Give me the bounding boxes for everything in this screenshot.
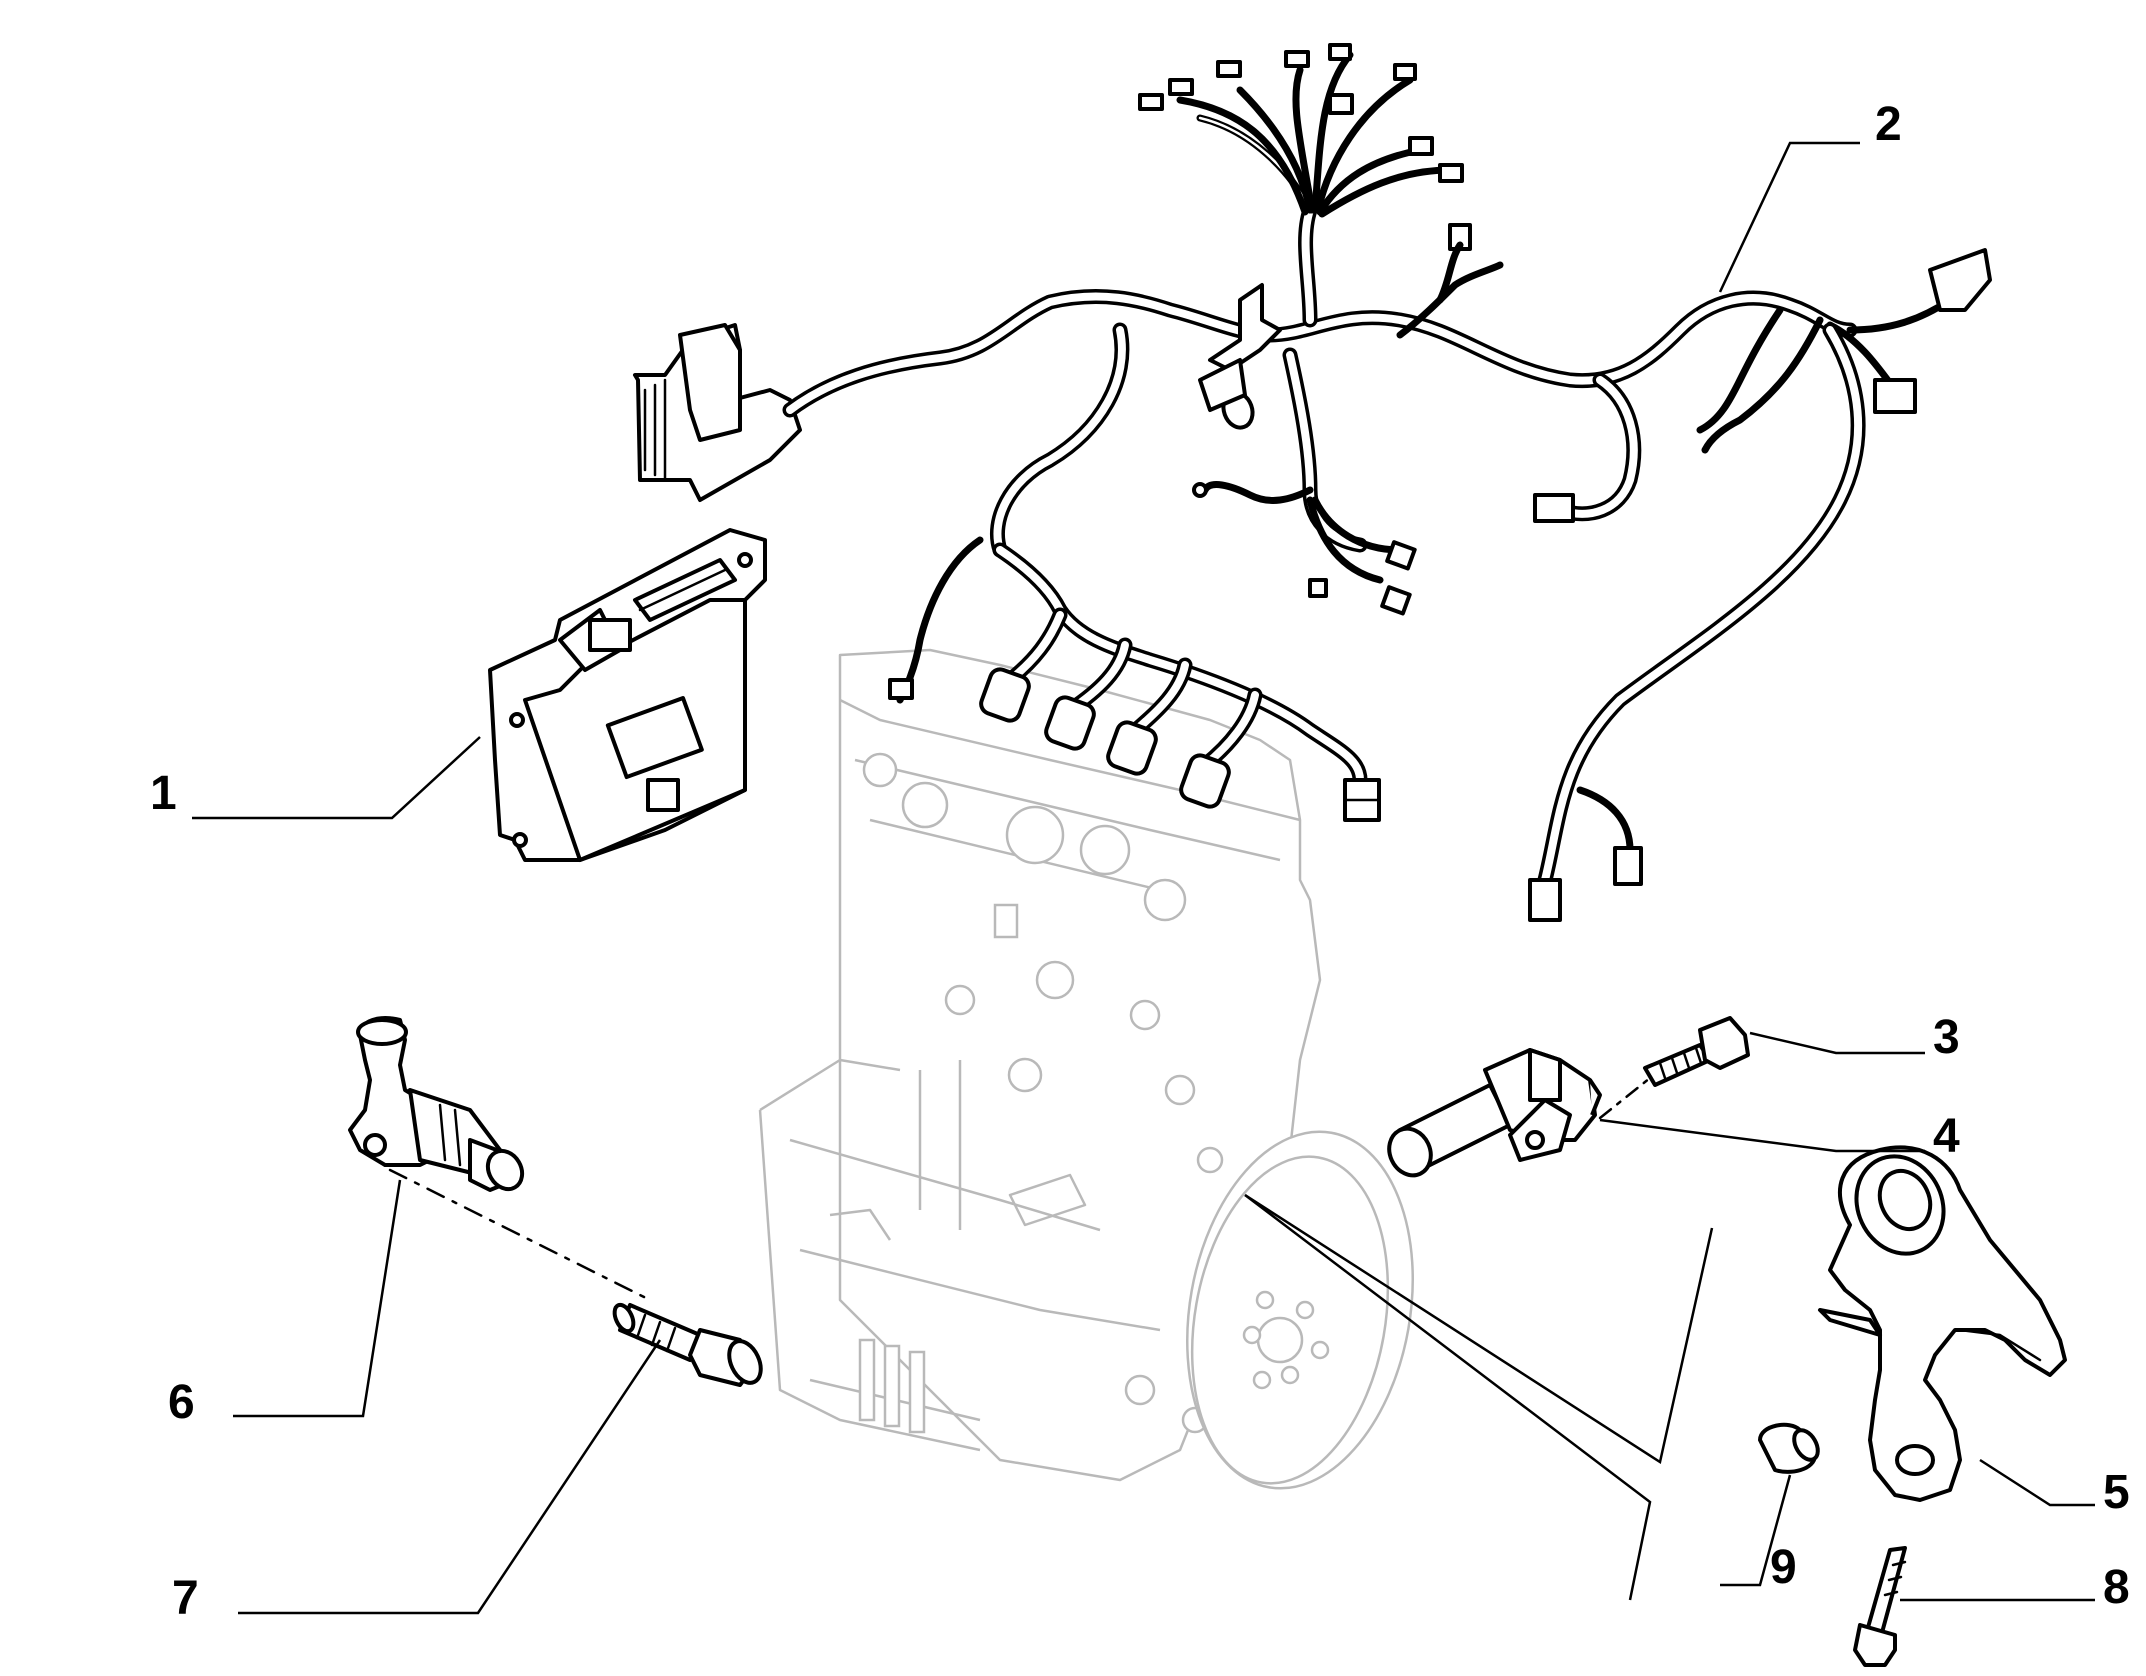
callout-8: 8 [2103, 1561, 2130, 1614]
sensor-bracket [1818, 1145, 2067, 1502]
leader-5 [1979, 1458, 2095, 1507]
callout-4: 4 [1933, 1110, 1960, 1163]
callout-labels: 1 2 3 4 5 6 7 8 9 [150, 98, 2130, 1625]
leader-4 [1599, 1118, 1925, 1153]
leader-2 [1718, 141, 1860, 293]
injector-connectors [979, 667, 1231, 809]
callout-5: 5 [2103, 1466, 2130, 1519]
engine-control-unit [488, 528, 767, 862]
callout-9: 9 [1770, 1541, 1797, 1594]
callout-1: 1 [150, 767, 177, 820]
callout-3: 3 [1933, 1011, 1960, 1064]
leader-lines [192, 141, 2095, 1615]
engine-block [758, 648, 1322, 1482]
leader-1 [192, 736, 481, 820]
leader-flywheel-a [1244, 1193, 1714, 1465]
flywheel [1186, 1130, 1414, 1490]
callout-2: 2 [1875, 98, 1902, 151]
leader-flywheel-b [1244, 1194, 1652, 1601]
callout-6: 6 [168, 1376, 195, 1429]
camshaft-sensor [348, 1016, 525, 1192]
bracket-bolt [1853, 1546, 1907, 1667]
sensor-screw [612, 1302, 763, 1387]
leader-6 [233, 1179, 402, 1418]
sealing-plug [1758, 1422, 1820, 1474]
leader-7 [238, 1339, 662, 1615]
leader-3 [1749, 1031, 1925, 1055]
leader-9 [1720, 1474, 1792, 1587]
sensor-bolt [1643, 1016, 1750, 1087]
callout-7: 7 [172, 1572, 199, 1625]
wiring-harness [633, 43, 1992, 922]
crankshaft-sensor [1387, 1048, 1602, 1178]
